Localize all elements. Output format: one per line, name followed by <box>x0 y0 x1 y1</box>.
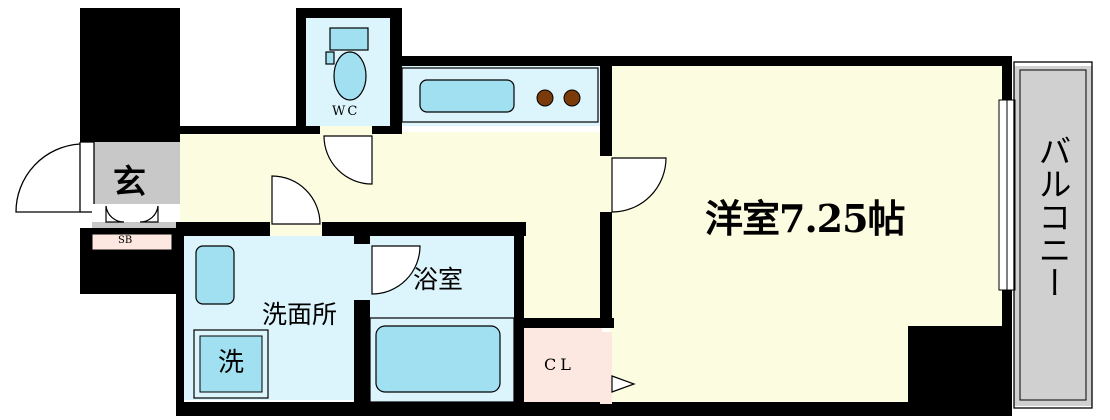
front-door[interactable] <box>15 141 95 213</box>
balcony-floor <box>1014 66 1092 406</box>
sink-icon <box>419 79 515 113</box>
washroom-entry-door[interactable] <box>271 175 321 225</box>
washroom-door-opening <box>354 244 370 300</box>
front-door-gap <box>80 142 94 212</box>
closet-door-opening <box>600 332 612 404</box>
closet-floor <box>522 328 602 404</box>
balcony-label: バルコニー <box>1033 134 1072 299</box>
shoe-box-label: SB <box>118 235 133 246</box>
bathtub-icon <box>375 325 501 393</box>
washer-label: 洗 <box>218 348 245 378</box>
washbasin-icon <box>195 245 235 305</box>
stove-burner-icon <box>563 89 581 107</box>
balcony-railing <box>1013 61 1093 409</box>
balcony-railing-inner <box>1019 69 1087 401</box>
stove-burner-icon <box>536 89 554 107</box>
genkan-label: 玄 <box>113 162 146 201</box>
toilet-icon <box>325 27 369 101</box>
shoe-box-doors[interactable] <box>105 205 159 223</box>
closet-label: CL <box>544 355 575 374</box>
wc-label: WC <box>332 104 360 119</box>
closet-door[interactable] <box>611 375 636 393</box>
door-openings <box>270 126 612 236</box>
shoe-box-strip <box>92 204 180 222</box>
western-room-label: 洋室7.25帖 <box>705 196 906 241</box>
balcony-window <box>998 99 1016 291</box>
western-room-door[interactable] <box>611 157 667 213</box>
washroom-label: 洗面所 <box>262 300 338 329</box>
shoe-box <box>91 233 173 251</box>
wc-door[interactable] <box>323 135 373 185</box>
hall-floor <box>522 132 610 322</box>
washer-inner <box>199 335 263 393</box>
bathroom-label: 浴室 <box>413 265 464 294</box>
bathroom-door[interactable] <box>371 245 421 295</box>
